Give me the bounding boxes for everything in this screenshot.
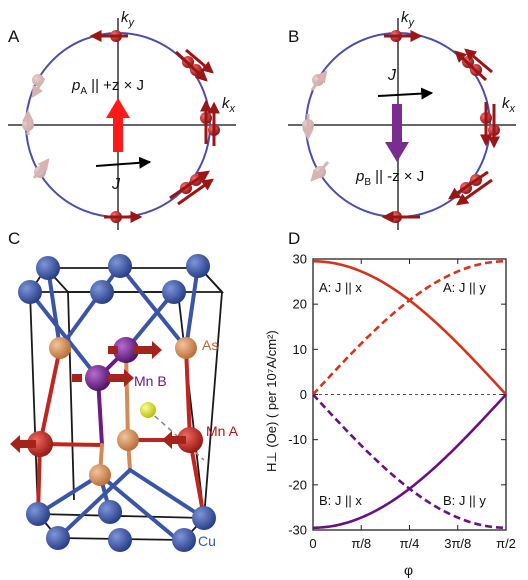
current-arrow	[377, 87, 434, 100]
y-tick-label: 0	[300, 387, 307, 402]
series-label-a-x: A: J || x	[319, 280, 362, 295]
polarization-label: pA || +z × J	[71, 77, 144, 97]
y-tick-label: -20	[288, 477, 307, 492]
series-label-b-y: B: J || y	[443, 493, 486, 508]
y-ticks: -30 -20 -10 0 10 20 30	[288, 252, 506, 538]
panel-a: A ky kx pA || +z × J J	[8, 9, 236, 230]
series-label-b-x: B: J || x	[319, 493, 362, 508]
panel-c: C	[8, 229, 239, 552]
panel-d-letter: D	[288, 229, 300, 248]
series-line-2	[312, 259, 507, 396]
current-arrow	[95, 156, 152, 169]
x-axis-label: φ	[404, 562, 413, 578]
panel-d: D -30 -20 -10 0 10 20 30 0 π/8 π/4 3π/8 π/2 A: J |…	[264, 229, 516, 578]
x-tick-label: 0	[309, 536, 316, 551]
mn-a-label: Mn A	[206, 423, 239, 439]
faded-spins	[22, 74, 50, 179]
dashed-line	[147, 409, 205, 461]
ky-label: ky	[401, 9, 416, 29]
mn-b-label: Mn B	[134, 373, 167, 389]
as-label: As	[202, 337, 218, 353]
ky-label: ky	[121, 9, 136, 29]
panel-a-letter: A	[8, 27, 20, 46]
series-label-a-y: A: J || y	[443, 280, 486, 295]
panel-c-letter: C	[8, 229, 20, 248]
x-tick-label: π/8	[351, 536, 371, 551]
kx-label: kx	[502, 95, 516, 115]
panel-b: B ky kx J pB || -z × J	[288, 9, 516, 230]
bonds	[28, 264, 206, 542]
y-tick-label: 20	[293, 297, 307, 312]
kx-label: kx	[222, 95, 236, 115]
x-tick-label: 3π/8	[444, 536, 471, 551]
mn-a-atoms	[10, 427, 203, 457]
current-label: J	[111, 176, 121, 193]
cu-label: Cu	[198, 533, 216, 549]
series-line-4	[312, 393, 507, 530]
as-atoms	[49, 337, 197, 486]
mn-b-atoms	[72, 337, 162, 391]
x-tick-label: π/4	[400, 536, 420, 551]
y-tick-label: 30	[293, 252, 307, 267]
polarization-arrow	[385, 104, 409, 162]
curves	[312, 259, 507, 530]
spins-right	[381, 30, 500, 223]
polarization-arrow	[106, 98, 130, 152]
y-tick-label: -30	[288, 523, 307, 538]
y-tick-label: 10	[293, 342, 307, 357]
polarization-label: pB || -z × J	[355, 168, 424, 188]
center-atom	[140, 402, 156, 418]
cu-atoms	[18, 254, 216, 552]
spins-right	[89, 30, 220, 223]
x-ticks: 0 π/8 π/4 3π/8 π/2	[309, 259, 516, 551]
current-label: J	[387, 67, 397, 84]
y-tick-label: -10	[288, 432, 307, 447]
x-tick-label: π/2	[496, 536, 516, 551]
y-axis-label: H⊥ (Oe) ( per 10⁷A/cm²)	[264, 330, 279, 472]
faded-spins	[302, 70, 330, 182]
panel-b-letter: B	[288, 27, 299, 46]
